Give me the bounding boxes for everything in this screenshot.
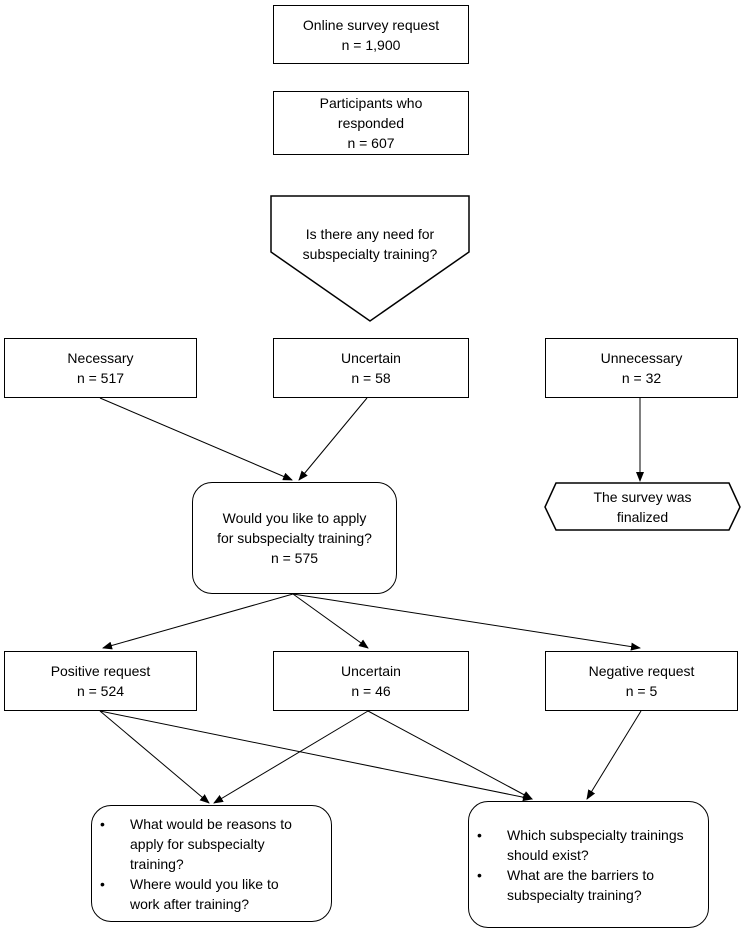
need-question-line-2: subspecialty training? (302, 246, 438, 262)
barriers-list: Which subspecialty trainings should exis… (469, 825, 708, 905)
positive-request-label: Positive request (50, 663, 151, 679)
reasons-item-1-line-1: What would be reasons to (130, 816, 292, 832)
finalized-text: The survey was finalized (545, 487, 740, 527)
list-item: Which subspecialty trainings should exis… (469, 825, 708, 865)
barriers-item-2-line-1: What are the barriers to (507, 867, 655, 883)
survey-request-label: Online survey request (302, 16, 440, 33)
unnecessary-label: Unnecessary (600, 350, 683, 366)
participants-count: n = 607 (347, 135, 395, 151)
uncertain-need-label: Uncertain (341, 350, 401, 366)
reasons-box: What would be reasons to apply for subsp… (91, 805, 332, 922)
uncertain-apply-count: n = 46 (351, 683, 391, 699)
need-question-shape (270, 195, 470, 322)
arrow-apply-to-positive (102, 593, 294, 650)
barriers-box: Which subspecialty trainings should exis… (468, 801, 709, 928)
arrow-negative-to-barriers (586, 710, 642, 800)
uncertain-need-box: Uncertain n = 58 (273, 338, 469, 398)
list-item: What would be reasons to apply for subsp… (92, 814, 331, 874)
reasons-item-1-line-3: training? (130, 856, 184, 872)
apply-question-count: n = 575 (270, 550, 319, 566)
finalized-shape (544, 482, 741, 531)
unnecessary-box: Unnecessary n = 32 (545, 338, 738, 398)
negative-request-label: Negative request (588, 663, 695, 679)
positive-request-box: Positive request n = 524 (4, 651, 197, 711)
necessary-count: n = 517 (76, 370, 125, 386)
barriers-item-2-line-2: subspecialty training? (507, 887, 642, 903)
arrow-uncertain-to-barriers (367, 710, 533, 800)
apply-question-box: Would you like to apply for subspecialty… (192, 482, 397, 594)
necessary-box: Necessary n = 517 (4, 338, 197, 398)
apply-question-line-2: for subspecialty training? (217, 530, 372, 546)
participants-label-1: Participants who (319, 95, 423, 111)
arrow-positive-to-barriers (99, 710, 533, 802)
list-item: What are the barriers to subspecialty tr… (469, 865, 708, 905)
survey-request-count: n = 1,900 (341, 36, 401, 53)
need-question-text: Is there any need for subspecialty train… (271, 224, 469, 264)
barriers-item-1-line-1: Which subspecialty trainings (507, 827, 684, 843)
arrow-positive-to-reasons (99, 710, 210, 804)
arrow-uncertain-to-reasons (213, 710, 369, 804)
necessary-label: Necessary (67, 350, 134, 366)
list-item: Where would you like to work after train… (92, 874, 331, 914)
participants-box: Participants who responded n = 607 (273, 91, 469, 155)
reasons-item-2-line-1: Where would you like to (130, 876, 279, 892)
positive-request-count: n = 524 (76, 683, 125, 699)
need-question-line-1: Is there any need for (305, 226, 435, 242)
uncertain-need-count: n = 58 (351, 370, 391, 386)
arrow-apply-to-negative (292, 593, 641, 651)
unnecessary-count: n = 32 (621, 370, 662, 386)
arrow-necessary-to-apply (99, 397, 293, 481)
uncertain-apply-box: Uncertain n = 46 (273, 651, 469, 711)
negative-request-count: n = 5 (625, 683, 658, 699)
barriers-item-1-line-2: should exist? (507, 847, 589, 863)
apply-question-line-1: Would you like to apply (222, 510, 367, 526)
arrow-uncertain-to-apply (298, 397, 368, 481)
negative-request-box: Negative request n = 5 (545, 651, 738, 711)
survey-request-box: Online survey request n = 1,900 (273, 5, 469, 64)
arrow-apply-to-uncertain (292, 593, 369, 649)
reasons-item-1-line-2: apply for subspecialty (130, 836, 265, 852)
reasons-list: What would be reasons to apply for subsp… (92, 814, 331, 914)
finalized-line-1: The survey was (593, 489, 692, 505)
reasons-item-2-line-2: work after training? (130, 896, 250, 912)
uncertain-apply-label: Uncertain (341, 663, 401, 679)
finalized-line-2: finalized (616, 509, 669, 525)
participants-label-2: responded (337, 115, 405, 131)
